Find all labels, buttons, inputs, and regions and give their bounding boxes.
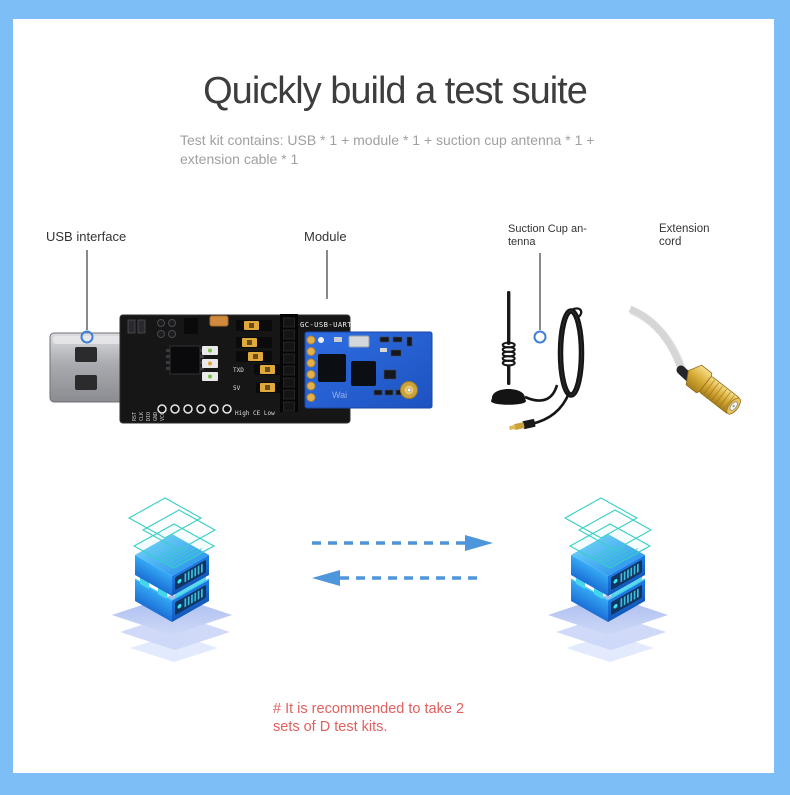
jumper-block — [236, 320, 282, 393]
txd-silkscreen: TXD — [233, 367, 244, 374]
board-silkscreen: GC-USB-UART — [300, 320, 352, 329]
svg-text:VCC: VCC — [160, 412, 166, 421]
adapter-pcb: TXD 5V High CE Low RST CLK — [119, 314, 352, 424]
module-label: Module — [304, 229, 347, 244]
svg-text:RST: RST — [132, 412, 138, 421]
radio-module: Wai — [304, 331, 433, 409]
suction-cup-base — [491, 389, 526, 405]
usb-uart-board-photo: TXD 5V High CE Low RST CLK — [49, 314, 433, 424]
data-transfer-arrows — [312, 535, 493, 586]
antenna — [491, 291, 559, 405]
server-stack-illustration-right — [525, 492, 695, 667]
note-line1: # It is recommended to take 2 — [273, 701, 465, 717]
subtitle-line1: Test kit contains: USB * 1 + module * 1 … — [180, 132, 595, 148]
svg-text:CLK: CLK — [139, 412, 145, 421]
subtitle-line2: extension cable * 1 — [180, 151, 299, 167]
extension-label-line1: Extension — [659, 223, 710, 235]
suction-cup-antenna-photo — [491, 291, 585, 431]
rf-chip-1 — [318, 354, 346, 382]
rf-chip-2 — [351, 361, 376, 386]
pin-header — [280, 314, 298, 412]
svg-text:GND: GND — [153, 412, 159, 421]
antenna-label-line2: tenna — [508, 235, 536, 248]
extension-cable — [628, 305, 686, 374]
5v-silkscreen: 5V — [233, 385, 241, 392]
capacitor — [209, 315, 229, 327]
arrow-right-icon — [312, 535, 493, 551]
antenna-label-line1: Suction Cup an- — [508, 223, 587, 235]
usb-interface-label: USB interface — [46, 229, 127, 244]
extension-label-line2: cord — [659, 235, 682, 248]
page-title: Quickly build a test suite — [203, 70, 588, 112]
antenna-cable-coil — [530, 307, 585, 426]
extension-cord-label: Extension cord — [659, 223, 710, 248]
uart-chip — [166, 345, 204, 375]
server-stack-illustration-left — [89, 492, 259, 667]
arrow-left-icon — [312, 570, 483, 586]
castellated-pads — [306, 335, 316, 402]
breakout-holes — [157, 404, 232, 414]
subtitle: Test kit contains: USB * 1 + module * 1 … — [180, 131, 630, 169]
crystal — [348, 335, 370, 348]
pin-silkscreen-labels: RST CLK DIO GND VCC — [132, 412, 166, 421]
suction-cup-antenna-label: Suction Cup an- tenna — [508, 223, 587, 248]
note-line2: sets of D test kits. — [273, 718, 388, 735]
svg-text:DIO: DIO — [146, 412, 152, 421]
recommendation-note: # It is recommended to take 2 sets of D … — [273, 701, 464, 736]
smd-parts — [334, 336, 413, 396]
sma-female-connector — [685, 364, 741, 415]
antenna-sma-plug — [509, 419, 536, 431]
photo-watermark: Wai — [332, 390, 347, 400]
extension-cord-photo — [628, 305, 741, 415]
status-leds — [202, 346, 218, 381]
ce-silkscreen: High CE Low — [235, 410, 275, 417]
ufl-antenna-connector — [400, 381, 418, 399]
